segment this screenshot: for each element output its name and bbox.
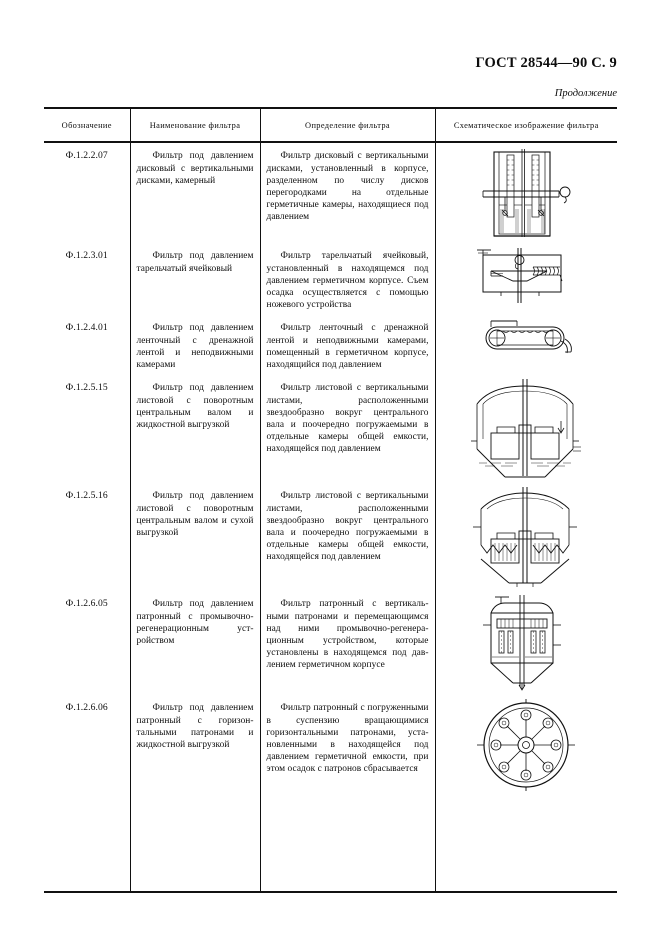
filter-table: Обозначение Наименование фильтра Определ… bbox=[44, 106, 617, 892]
table-row-filler bbox=[44, 795, 617, 892]
leaf-filter-rotating-shaft-liquid-discharge-icon bbox=[471, 379, 582, 478]
cell-designation: Ф.1.2.5.16 bbox=[44, 483, 131, 592]
cell-filler bbox=[434, 795, 617, 892]
cell-name: Фильтр под давлением патронный с промыво… bbox=[129, 591, 261, 696]
designation-code: Ф.1.2.2.07 bbox=[65, 150, 108, 162]
cell-name: Фильтр под давлением тарельчатый ячейков… bbox=[129, 243, 261, 316]
cell-schematic bbox=[434, 315, 617, 376]
disc-filter-vertical-discs-chambered-icon bbox=[482, 149, 571, 238]
cell-definition: Фильтр листовой с вертикаль­ными листами… bbox=[259, 483, 436, 592]
designation-code: Ф.1.2.5.16 bbox=[65, 490, 108, 502]
continuation-label: Продолжение bbox=[554, 88, 617, 99]
cell-definition: Фильтр ленточный с дренажной лентой и не… bbox=[259, 315, 436, 376]
filter-definition: Фильтр патронный с вертикаль­ными патрон… bbox=[266, 599, 429, 671]
cell-definition: Фильтр тарельчатый ячейковый, установлен… bbox=[259, 243, 436, 316]
filter-definition: Фильтр дисковый с вертикаль­ными дисками… bbox=[266, 151, 429, 223]
cell-name: Фильтр под давлением листовой с поворотн… bbox=[129, 483, 261, 592]
cell-filler bbox=[129, 795, 261, 892]
cell-filler bbox=[259, 795, 436, 892]
belt-filter-drainage-belt-icon bbox=[485, 320, 573, 354]
filter-name: Фильтр под давлением ленточный с дренажн… bbox=[136, 323, 254, 371]
filter-definition: Фильтр тарельчатый ячейковый, установлен… bbox=[266, 251, 429, 311]
table-bottom-rule bbox=[44, 891, 617, 894]
cell-name: Фильтр под давлением ленточный с дренажн… bbox=[129, 315, 261, 376]
cell-designation: Ф.1.2.4.01 bbox=[44, 315, 131, 376]
table-row: Ф.1.2.3.01 Фильтр под давлением тарельча… bbox=[44, 243, 617, 316]
column-header-schematic: Схематическое изображение фильтра bbox=[434, 106, 617, 144]
filter-table-wrapper: Обозначение Наименование фильтра Определ… bbox=[44, 106, 617, 894]
filter-name: Фильтр под давлением листовой с поворотн… bbox=[136, 383, 254, 430]
table-row: Ф.1.2.6.06 Фильтр под давлением патронны… bbox=[44, 695, 617, 796]
designation-code: Ф.1.2.4.01 bbox=[65, 322, 108, 334]
cartridge-filter-wash-regeneration-device-icon bbox=[483, 595, 562, 692]
cell-designation: Ф.1.2.3.01 bbox=[44, 243, 131, 316]
table-body: Ф.1.2.2.07 Фильтр под давлением дисковый… bbox=[44, 142, 617, 892]
cell-designation: Ф.1.2.6.06 bbox=[44, 695, 131, 796]
plate-cell-filter-icon bbox=[477, 248, 563, 304]
cell-designation: Ф.1.2.2.07 bbox=[44, 142, 131, 244]
cell-schematic bbox=[434, 483, 617, 592]
cell-name: Фильтр под давлением патронный с горизон… bbox=[129, 695, 261, 796]
filter-name: Фильтр под давлением дисковый с вертикал… bbox=[136, 151, 254, 186]
filter-definition: Фильтр ленточный с дренажной лентой и не… bbox=[266, 323, 429, 371]
cell-designation: Ф.1.2.5.15 bbox=[44, 375, 131, 484]
cell-schematic bbox=[434, 142, 617, 244]
page-title: ГОСТ 28544—90 С. 9 bbox=[475, 55, 617, 71]
table-head: Обозначение Наименование фильтра Определ… bbox=[44, 106, 617, 144]
leaf-filter-rotating-shaft-dry-discharge-icon bbox=[473, 487, 578, 588]
table-header-row: Обозначение Наименование фильтра Определ… bbox=[44, 106, 617, 144]
column-header-definition: Определение фильтра bbox=[259, 106, 436, 144]
cell-name: Фильтр под давлением дисковый с вертикал… bbox=[129, 142, 261, 244]
table-row: Ф.1.2.5.16 Фильтр под давлением листовой… bbox=[44, 483, 617, 592]
designation-code: Ф.1.2.3.01 bbox=[65, 250, 108, 262]
cell-definition: Фильтр дисковый с вертикаль­ными дисками… bbox=[259, 142, 436, 244]
cell-schematic bbox=[434, 243, 617, 316]
cell-designation: Ф.1.2.6.05 bbox=[44, 591, 131, 696]
table-row: Ф.1.2.6.05 Фильтр под давлением патронны… bbox=[44, 591, 617, 696]
filter-definition: Фильтр листовой с вертикаль­ными листами… bbox=[266, 491, 429, 563]
cell-name: Фильтр под давлением листовой с поворотн… bbox=[129, 375, 261, 484]
cartridge-filter-horizontal-cartridges-icon bbox=[477, 699, 576, 792]
filter-definition: Фильтр листовой с вертикаль­ными листами… bbox=[266, 383, 429, 455]
cell-schematic bbox=[434, 591, 617, 696]
cell-definition: Фильтр листовой с вертикаль­ными листами… bbox=[259, 375, 436, 484]
cell-schematic bbox=[434, 375, 617, 484]
filter-name: Фильтр под давлением патронный с промыво… bbox=[136, 599, 254, 646]
filter-name: Фильтр под давлением патронный с горизон… bbox=[136, 703, 254, 750]
table-row: Ф.1.2.2.07 Фильтр под давлением дисковый… bbox=[44, 142, 617, 244]
designation-code: Ф.1.2.6.06 bbox=[65, 702, 108, 714]
designation-code: Ф.1.2.6.05 bbox=[65, 598, 108, 610]
table-row: Ф.1.2.5.15 Фильтр под давлением листовой… bbox=[44, 375, 617, 484]
column-header-name: Наименование фильтра bbox=[129, 106, 261, 144]
cell-definition: Фильтр патронный с вертикаль­ными патрон… bbox=[259, 591, 436, 696]
cell-schematic bbox=[434, 695, 617, 796]
filter-name: Фильтр под давлением листовой с поворотн… bbox=[136, 491, 254, 538]
filter-name: Фильтр под давлением тарельчатый ячейков… bbox=[136, 251, 254, 274]
cell-filler bbox=[44, 795, 131, 892]
filter-definition: Фильтр патронный с погружен­ными в суспе… bbox=[266, 703, 429, 775]
table-row: Ф.1.2.4.01 Фильтр под давлением ленточны… bbox=[44, 315, 617, 376]
column-header-designation: Обозначение bbox=[44, 106, 131, 144]
designation-code: Ф.1.2.5.15 bbox=[65, 382, 108, 394]
cell-definition: Фильтр патронный с погружен­ными в суспе… bbox=[259, 695, 436, 796]
